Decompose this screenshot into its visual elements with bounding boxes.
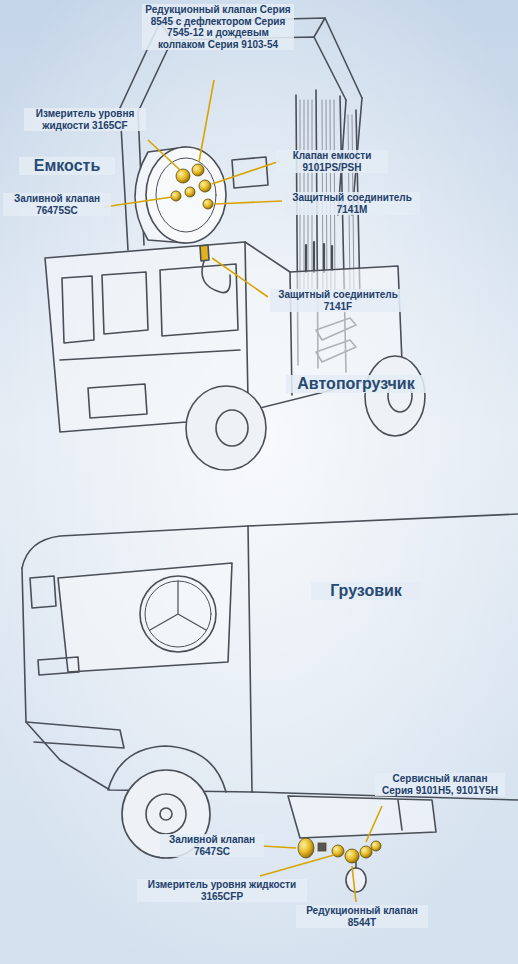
valve-fittings bbox=[171, 164, 213, 209]
callout-label: Заливной клапан 76475SC bbox=[3, 193, 111, 216]
callout-label: Защитный соединитель 7141M bbox=[284, 192, 420, 215]
callout-label: Редукционный клапан 8544T bbox=[296, 905, 428, 928]
truck-sketch bbox=[22, 514, 518, 892]
valve-fittings bbox=[298, 838, 381, 863]
callout-label: Сервисный клапан Серия 9101H5, 9101Y5H bbox=[375, 773, 505, 796]
forklift-sketch bbox=[45, 18, 425, 470]
section-heading: Автопогрузчик bbox=[286, 375, 426, 393]
section-heading: Емкость bbox=[19, 157, 115, 175]
callout-label: Измеритель уровня жидкости 3165CFP bbox=[137, 879, 307, 902]
callout-label: Заливной клапан 7647SC bbox=[160, 834, 264, 857]
callout-label: Клапан емкости 9101PS/PSH bbox=[276, 150, 388, 173]
callout-label: Защитный соединитель 7141F bbox=[270, 289, 406, 312]
callout-label: Измеритель уровня жидкости 3165CF bbox=[24, 108, 146, 131]
section-heading: Грузовик bbox=[311, 582, 421, 600]
callout-label: Редукционный клапан Серия 8545 с дефлект… bbox=[142, 4, 294, 50]
